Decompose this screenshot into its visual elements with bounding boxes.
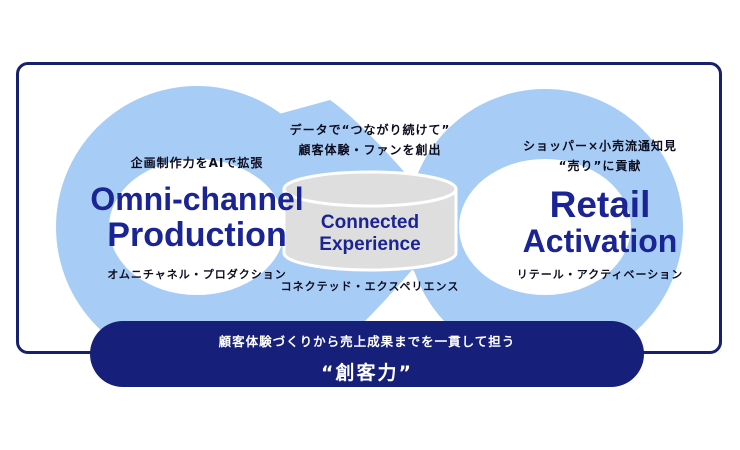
left-title-line2: Production xyxy=(107,216,287,254)
right-title-line2: Activation xyxy=(522,223,678,259)
center-title-line1: Connected xyxy=(320,212,420,233)
left-subtitle: オムニチャネル・プロダクション xyxy=(107,268,287,281)
center-caption-line1: データで“つながり続けて” xyxy=(289,123,451,137)
left-caption: 企画制作力をAIで拡張 xyxy=(130,156,264,170)
center-title: Connected Experience xyxy=(290,212,450,256)
right-title-line1: Retail xyxy=(549,184,651,225)
center-caption-line2: 顧客体験・ファンを創出 xyxy=(298,143,442,157)
right-caption-line2: “売り”に貢献 xyxy=(558,159,642,173)
right-caption-line1: ショッパー×小売流通知見 xyxy=(522,139,678,153)
loop-shape xyxy=(56,86,683,368)
summary-banner: 顧客体験づくりから売上成果までを一貫して担う “創客力” xyxy=(90,321,644,387)
center-subtitle: コネクテッド・エクスペリエンス xyxy=(280,280,460,293)
banner-line2: “創客力” xyxy=(321,362,413,384)
left-title-line1: Omni-channel xyxy=(90,181,304,217)
database-cylinder-icon xyxy=(282,170,458,272)
center-title-line2: Experience xyxy=(319,234,421,255)
right-subtitle: リテール・アクティベーション xyxy=(516,268,684,281)
banner-line1: 顧客体験づくりから売上成果までを一貫して担う xyxy=(218,334,516,349)
